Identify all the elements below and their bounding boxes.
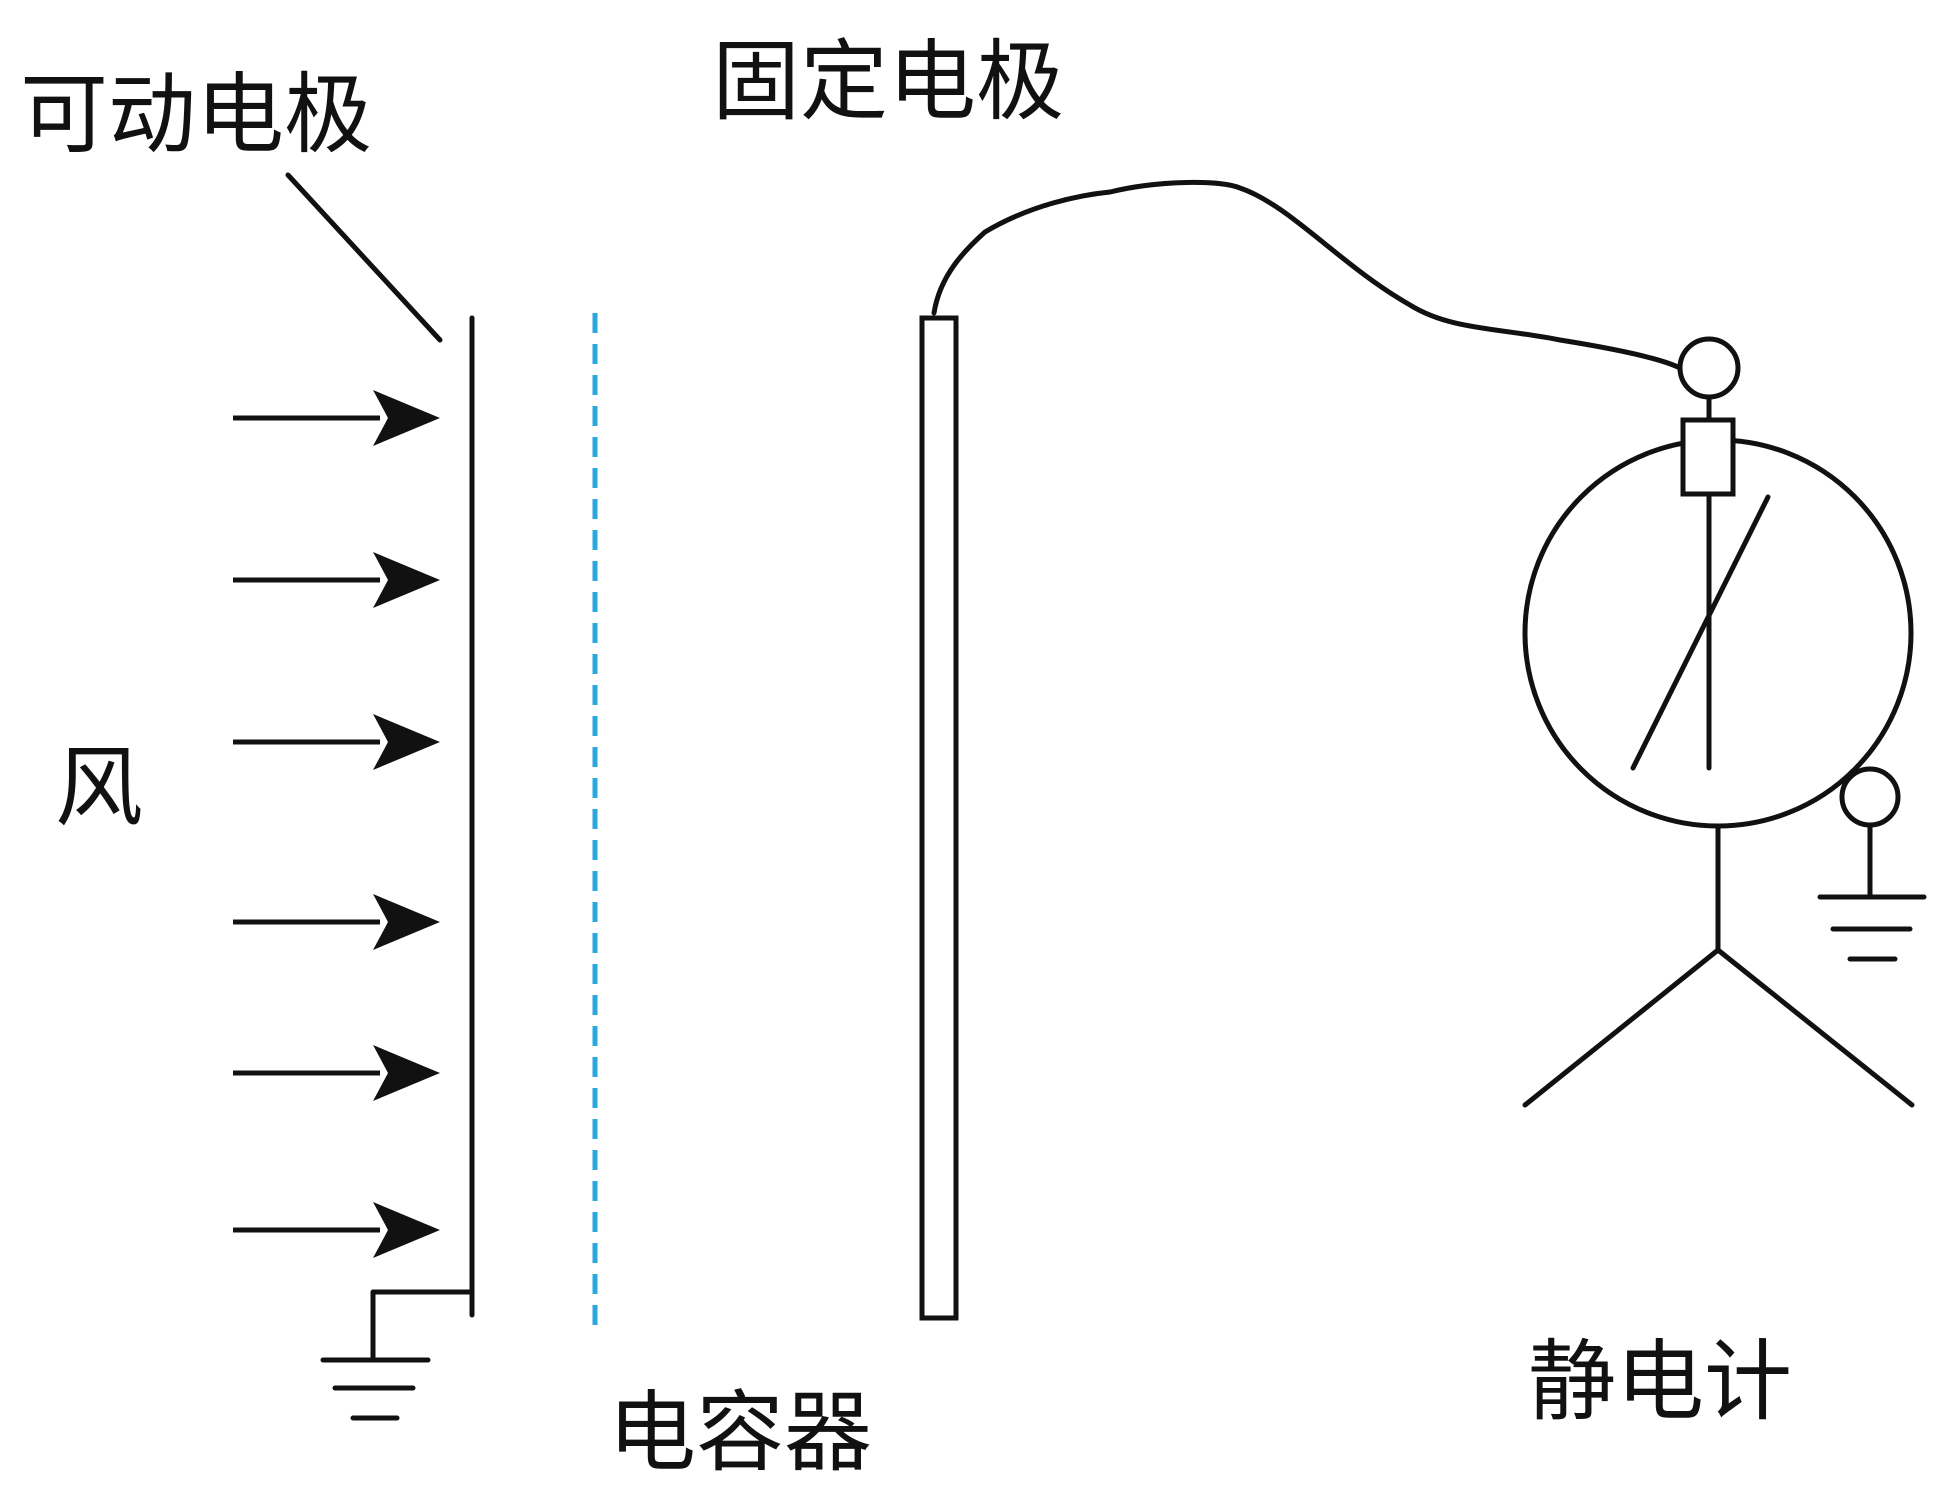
electrometer-needle [1630,494,1771,771]
electrometer-stand-left-leg [1522,947,1721,1108]
wind-label: 风 [55,736,143,839]
electrometer-case [1522,437,1914,829]
movable-electrode-label: 可动电极 [20,63,372,166]
fixed-electrode [919,315,959,1321]
electrometer-top-knob [1677,336,1741,400]
wind-arrow [233,1045,440,1101]
electrometer-stand-right-leg [1715,947,1915,1108]
wind-arrow [233,714,440,770]
electrometer-ground-terminal [1839,766,1901,828]
electrometer-insulator [1680,417,1736,497]
wind-arrows [233,390,440,1258]
fixed-electrode-label: 固定电极 [712,30,1064,133]
movable-electrode-ground-symbol [320,1357,431,1421]
capacitor-label: 电容器 [608,1381,872,1484]
electrometer-label: 静电计 [1528,1330,1792,1433]
electrometer [1522,336,1927,1108]
wind-arrow [233,894,440,950]
connecting-wire [931,179,1683,371]
wind-arrow [233,390,440,446]
electrometer-ground-symbol [1817,894,1927,962]
wind-arrow [233,552,440,608]
movable-electrode-ground-wire [370,1289,475,1363]
wind-arrow [233,1202,440,1258]
movable-electrode-leader-line [285,172,443,343]
